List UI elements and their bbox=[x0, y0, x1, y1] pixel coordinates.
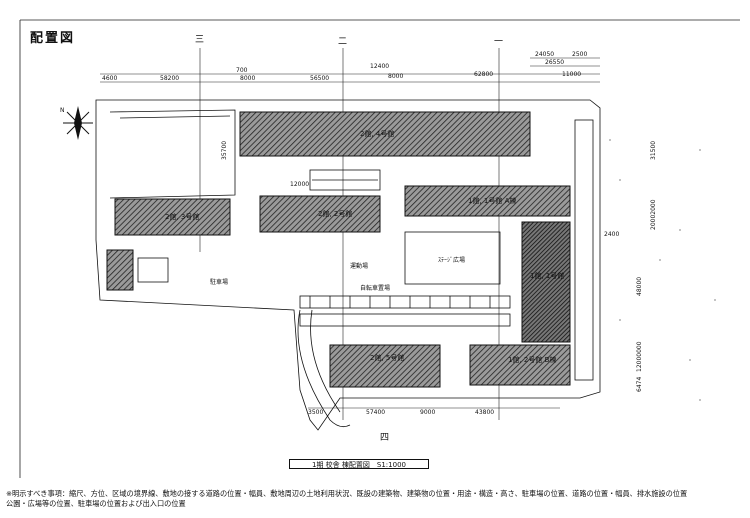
dim-56500: 56500 bbox=[310, 75, 329, 82]
section-mark-2: 二 bbox=[338, 37, 347, 47]
dim-48000: 48000 bbox=[636, 277, 643, 296]
dim-11000: 11000 bbox=[562, 71, 581, 78]
dim-8000-b: 8000 bbox=[388, 73, 403, 80]
footnote: ※明示すべき事項：縮尺、方位、区域の境界線、敷地の接する道路の位置・幅員、敷地周… bbox=[6, 489, 746, 509]
legend-box: 1期 校舎 棟配置図 S1:1000 bbox=[289, 459, 429, 469]
parking-label: 駐車場 bbox=[210, 278, 228, 286]
right-parking-strip bbox=[574, 119, 594, 381]
sports-field-outline bbox=[109, 109, 236, 199]
dim-4600: 4600 bbox=[102, 75, 117, 82]
access-road bbox=[297, 309, 351, 428]
dim-58200: 58200 bbox=[160, 75, 179, 82]
stair-block bbox=[309, 169, 381, 191]
building-1-2b-label: 1館, 2号館 B棟 bbox=[508, 355, 556, 364]
dim-26550: 26550 bbox=[545, 59, 564, 66]
footnote-line-1: ※明示すべき事項：縮尺、方位、区域の境界線、敷地の接する道路の位置・幅員、敷地周… bbox=[6, 489, 688, 498]
dim-12400: 12400 bbox=[370, 63, 389, 70]
building-2-2 bbox=[259, 195, 381, 233]
bicycle-parking-label: 自転車置場 bbox=[360, 284, 390, 292]
small-structure-left bbox=[137, 257, 169, 283]
building-2-5-label: 2館, 5号館 bbox=[370, 353, 404, 362]
building-2-4 bbox=[239, 111, 531, 157]
dim-8000-a: 8000 bbox=[240, 75, 255, 82]
building-2-5 bbox=[329, 344, 441, 388]
scan-noise bbox=[609, 139, 716, 401]
dim-700: 700 bbox=[236, 67, 248, 74]
dim-35700: 35700 bbox=[221, 141, 228, 160]
dim-31500: 31500 bbox=[650, 141, 657, 160]
dim-62800: 62800 bbox=[474, 71, 493, 78]
building-2-2-label: 2館, 2号館 bbox=[318, 209, 352, 218]
dim-2500: 2500 bbox=[572, 51, 587, 58]
building-1-2b bbox=[469, 344, 571, 386]
dim-12000000: 12000000 bbox=[636, 341, 643, 372]
building-2-3 bbox=[114, 198, 231, 236]
site-boundary bbox=[95, 99, 601, 431]
access-road-edge bbox=[310, 309, 341, 413]
footnote-line-2: 公園・広場等の位置、駐車場の位置および出入口の位置 bbox=[6, 499, 186, 508]
section-mark-1: 一 bbox=[494, 37, 503, 47]
dim-2400: 2400 bbox=[604, 231, 619, 238]
stage-plaza bbox=[404, 231, 501, 285]
building-2-3-label: 2館, 3号館 bbox=[165, 212, 199, 221]
dim-6474: 6474 bbox=[636, 377, 643, 392]
section-mark-4: 四 bbox=[380, 433, 389, 443]
stage-plaza-label: ｽﾃｰｼﾞ広場 bbox=[438, 256, 465, 264]
field-track bbox=[119, 115, 231, 119]
dim-9000: 9000 bbox=[420, 409, 435, 416]
north-arrow-icon: N bbox=[60, 106, 93, 140]
sports-ground-label: 運動場 bbox=[350, 262, 368, 270]
dim-24050: 24050 bbox=[535, 51, 554, 58]
building-1-1-label: 1館, 1号館 bbox=[530, 271, 564, 280]
north-label: N bbox=[60, 107, 65, 114]
building-2-4-label: 2館, 4号館 bbox=[360, 129, 394, 138]
dim-20002000: 20002000 bbox=[650, 199, 657, 230]
building-1-1a bbox=[404, 185, 571, 217]
dim-57400: 57400 bbox=[366, 409, 385, 416]
dim-43800: 43800 bbox=[475, 409, 494, 416]
small-building-left bbox=[106, 249, 134, 291]
building-1-1a-label: 1館, 1号館 A棟 bbox=[468, 196, 516, 205]
building-1-1 bbox=[521, 221, 571, 343]
bicycle-parking bbox=[299, 295, 511, 327]
dim-3500: 3500 bbox=[308, 409, 323, 416]
dim-12000: 12000 bbox=[290, 181, 309, 188]
drawing-title: 配置図 bbox=[30, 31, 75, 46]
section-mark-3: 三 bbox=[195, 35, 204, 45]
